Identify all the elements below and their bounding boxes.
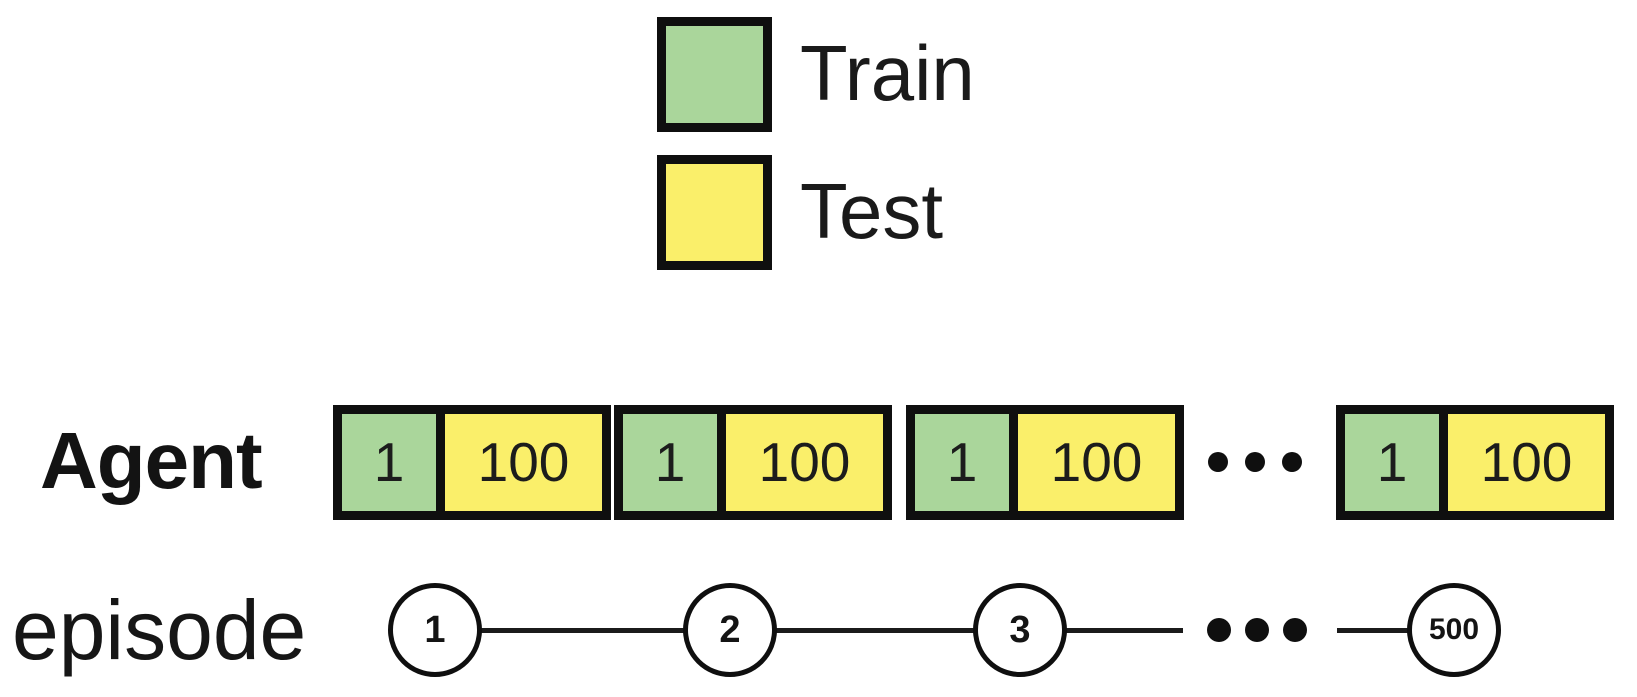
test-steps-value: 100 bbox=[758, 431, 851, 493]
legend-test-label: Test bbox=[800, 166, 944, 255]
test-cell: 100 bbox=[436, 405, 611, 520]
train-cell: 1 bbox=[333, 405, 445, 520]
dot-icon bbox=[1282, 452, 1302, 472]
ellipsis-icon bbox=[1208, 452, 1302, 472]
agent-episode-pair: 1 100 bbox=[614, 405, 892, 520]
agent-row-label: Agent bbox=[40, 415, 263, 505]
episode-node: 500 bbox=[1407, 583, 1501, 677]
test-steps-value: 100 bbox=[1050, 431, 1143, 493]
train-steps-value: 1 bbox=[654, 431, 686, 493]
dot-icon bbox=[1207, 618, 1231, 642]
agent-episode-pair: 1 100 bbox=[333, 405, 611, 520]
train-steps-value: 1 bbox=[946, 431, 978, 493]
episode-number: 500 bbox=[1428, 613, 1480, 646]
dot-icon bbox=[1208, 452, 1228, 472]
test-cell: 100 bbox=[1439, 405, 1614, 520]
train-steps-value: 1 bbox=[1376, 431, 1408, 493]
train-cell: 1 bbox=[906, 405, 1018, 520]
train-cell: 1 bbox=[614, 405, 726, 520]
test-steps-value: 100 bbox=[477, 431, 570, 493]
test-cell: 100 bbox=[1009, 405, 1184, 520]
episode-number: 2 bbox=[719, 609, 741, 651]
test-cell: 100 bbox=[717, 405, 892, 520]
episode-timeline-line bbox=[435, 628, 1183, 633]
episode-node: 3 bbox=[973, 583, 1067, 677]
agent-episode-pair: 1 100 bbox=[906, 405, 1184, 520]
dot-icon bbox=[1283, 618, 1307, 642]
dot-icon bbox=[1245, 452, 1265, 472]
test-swatch-icon bbox=[657, 155, 772, 270]
episode-node: 1 bbox=[388, 583, 482, 677]
episode-node: 2 bbox=[683, 583, 777, 677]
dot-icon bbox=[1245, 618, 1269, 642]
agent-episode-pair: 1 100 bbox=[1336, 405, 1614, 520]
train-cell: 1 bbox=[1336, 405, 1448, 520]
legend-train-label: Train bbox=[800, 28, 975, 117]
episode-number: 3 bbox=[1009, 609, 1031, 651]
episode-row-label: episode bbox=[12, 583, 307, 677]
episode-number: 1 bbox=[424, 609, 446, 651]
test-steps-value: 100 bbox=[1480, 431, 1573, 493]
ellipsis-icon bbox=[1207, 618, 1307, 642]
train-steps-value: 1 bbox=[373, 431, 405, 493]
episode-timeline-line bbox=[1337, 628, 1411, 633]
train-swatch-icon bbox=[657, 17, 772, 132]
